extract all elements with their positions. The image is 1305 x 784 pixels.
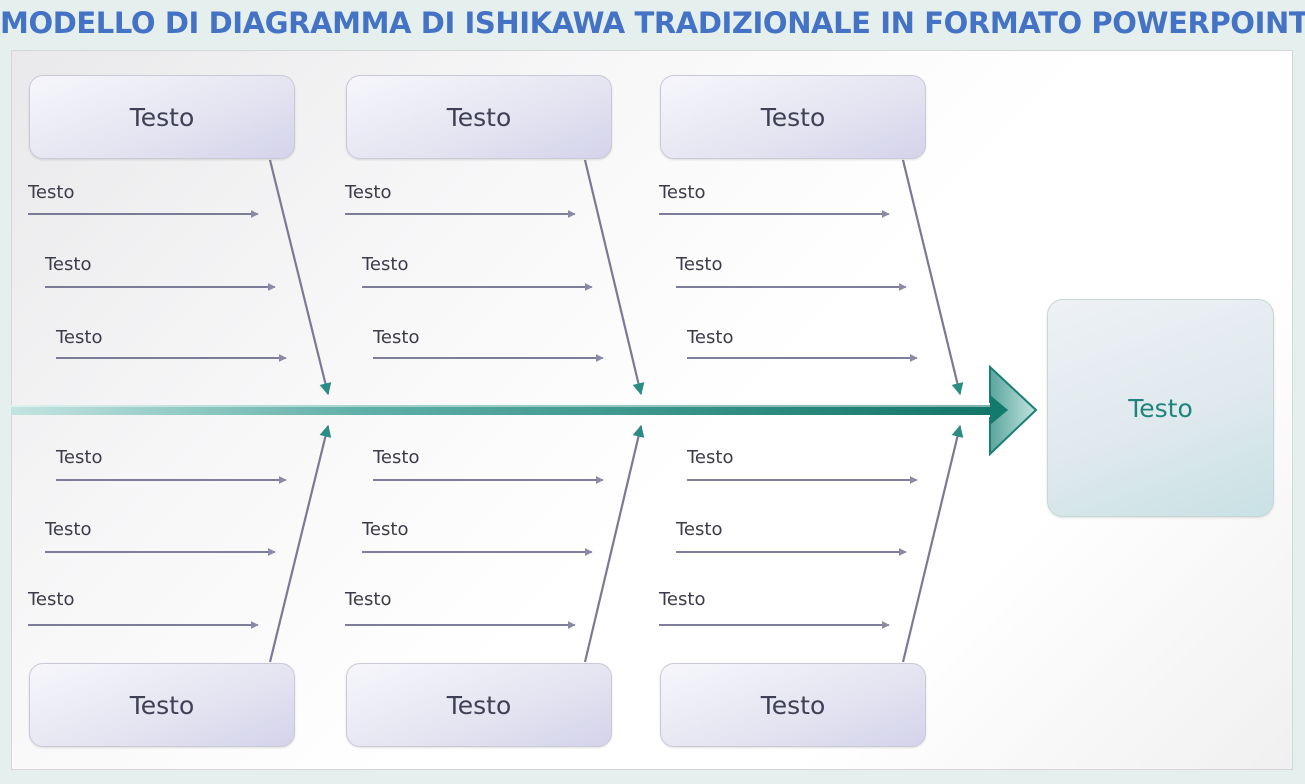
- category-label: Testo: [129, 690, 195, 720]
- cause-label-top-3-3[interactable]: Testo: [687, 327, 734, 348]
- cause-label-bottom-2-1[interactable]: Testo: [373, 447, 420, 468]
- cause-label-bottom-2-2[interactable]: Testo: [362, 519, 409, 540]
- category-box-bottom-3[interactable]: Testo: [660, 663, 926, 747]
- effect-box[interactable]: Testo: [1047, 299, 1274, 517]
- category-box-bottom-1[interactable]: Testo: [29, 663, 295, 747]
- category-label: Testo: [760, 102, 826, 132]
- cause-label-bottom-1-2[interactable]: Testo: [45, 519, 92, 540]
- effect-label: Testo: [1128, 393, 1193, 423]
- spine-highlight: [11, 405, 1001, 407]
- cause-label-top-2-2[interactable]: Testo: [362, 254, 409, 275]
- bone-bottom-2: [583, 424, 645, 663]
- bone-bottom-3: [901, 424, 964, 663]
- bone-top-3: [901, 159, 964, 396]
- cause-label-top-1-2[interactable]: Testo: [45, 254, 92, 275]
- category-box-top-3[interactable]: Testo: [660, 75, 926, 159]
- cause-label-bottom-3-3[interactable]: Testo: [659, 589, 706, 610]
- category-box-top-2[interactable]: Testo: [346, 75, 612, 159]
- bone-top-2: [583, 159, 645, 396]
- bone-bottom-1: [268, 424, 332, 663]
- cause-label-top-2-1[interactable]: Testo: [345, 182, 392, 203]
- cause-label-bottom-1-1[interactable]: Testo: [56, 447, 103, 468]
- cause-label-bottom-3-2[interactable]: Testo: [676, 519, 723, 540]
- cause-label-bottom-2-3[interactable]: Testo: [345, 589, 392, 610]
- category-label: Testo: [446, 102, 512, 132]
- category-box-top-1[interactable]: Testo: [29, 75, 295, 159]
- bone-top-1: [268, 159, 332, 396]
- category-label: Testo: [129, 102, 195, 132]
- cause-label-bottom-3-1[interactable]: Testo: [687, 447, 734, 468]
- category-box-bottom-2[interactable]: Testo: [346, 663, 612, 747]
- spine-arrow-tip: [990, 395, 1008, 425]
- cause-label-top-1-3[interactable]: Testo: [56, 327, 103, 348]
- category-label: Testo: [446, 690, 512, 720]
- spine-line: [11, 405, 1001, 415]
- cause-label-top-2-3[interactable]: Testo: [373, 327, 420, 348]
- cause-label-top-3-1[interactable]: Testo: [659, 182, 706, 203]
- cause-label-top-3-2[interactable]: Testo: [676, 254, 723, 275]
- page-title: MODELLO DI DIAGRAMMA DI ISHIKAWA TRADIZI…: [0, 6, 1305, 40]
- cause-label-bottom-1-3[interactable]: Testo: [28, 589, 75, 610]
- cause-label-top-1-1[interactable]: Testo: [28, 182, 75, 203]
- category-label: Testo: [760, 690, 826, 720]
